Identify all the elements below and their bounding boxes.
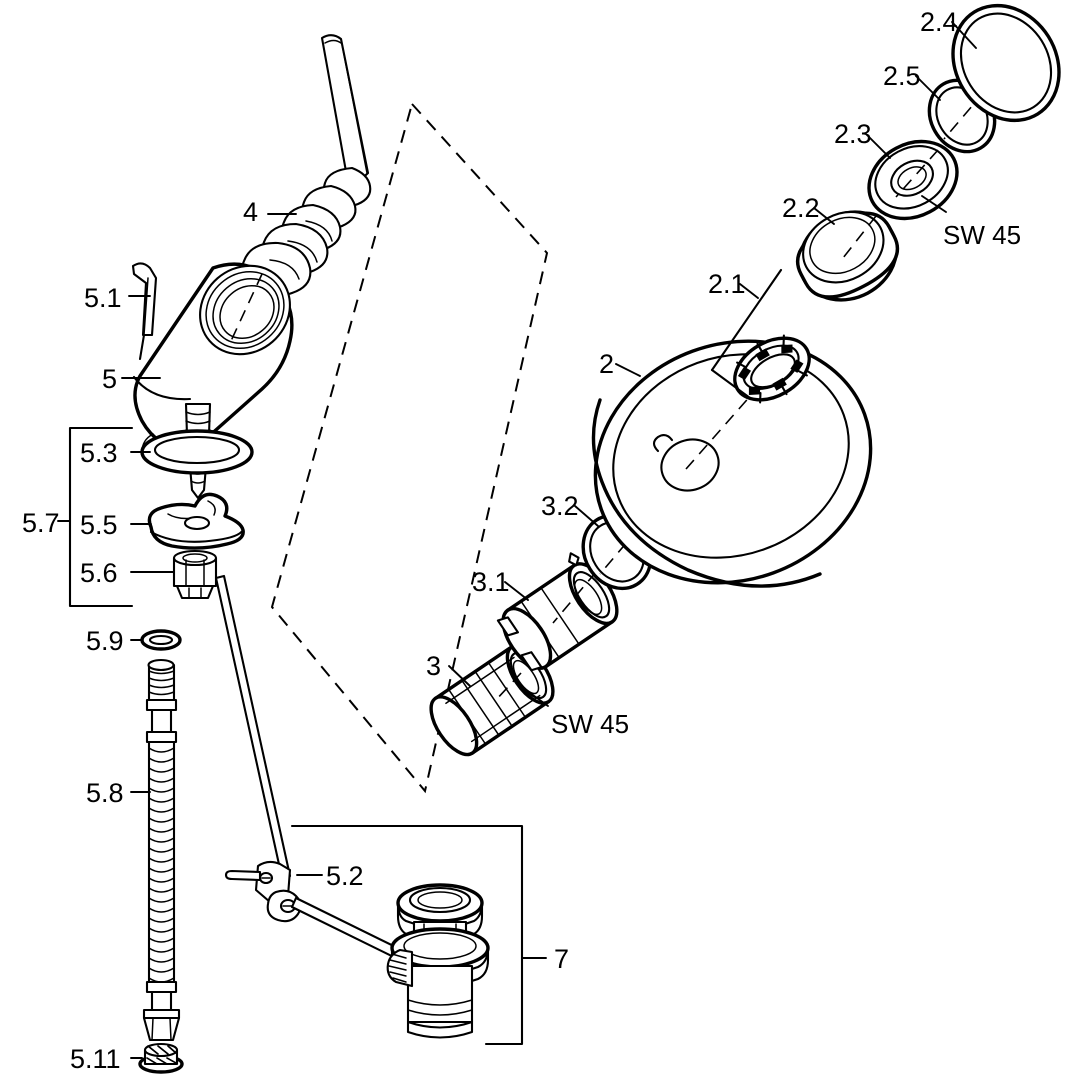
label-2: 2: [599, 349, 615, 379]
label-2-5: 2.5: [883, 61, 921, 91]
part-5-2-pull-rod-linkage: [214, 574, 416, 967]
part-5-6-fixing-nut: [172, 549, 218, 600]
part-2-2-cap-cover: [795, 210, 900, 302]
label-5-11: 5.11: [70, 1044, 121, 1074]
label-5-6: 5.6: [80, 558, 118, 588]
part-2-4-o-ring-large: [951, 3, 1061, 123]
hose-braid-upper: [148, 747, 175, 983]
label-3-2: 3.2: [541, 491, 579, 521]
label-5-7: 5.7: [22, 508, 60, 538]
part-3-cartridge-nut: [429, 643, 555, 757]
label-5-8: 5.8: [86, 778, 124, 808]
label-3-1: 3.1: [472, 567, 510, 597]
part-7-pop-up-waste: [386, 883, 490, 1039]
part-2-escutcheon-plate: [591, 339, 873, 588]
label-2-2: 2.2: [782, 193, 820, 223]
bracket-5-7: [57, 426, 134, 608]
label-7: 7: [554, 944, 570, 974]
leader-lines: [121, 21, 977, 1059]
assembly-alignment-outline: [270, 101, 549, 794]
part-5-1-allen-key: [131, 262, 158, 361]
part-4-stem-assembly: [240, 34, 372, 298]
label-sw45-bottom: SW 45: [551, 709, 630, 739]
part-5-3-gasket-ring: [140, 429, 254, 475]
bracket-7: [290, 824, 547, 1046]
label-5-5: 5.5: [80, 510, 118, 540]
label-5-2: 5.2: [326, 861, 364, 891]
label-5-3: 5.3: [80, 438, 118, 468]
part-2-1-retaining-ring: [710, 268, 811, 404]
part-5-8-flexible-hose: [142, 658, 181, 1042]
part-5-5-mounting-plate: [147, 492, 245, 550]
label-sw45-top: SW 45: [943, 220, 1022, 250]
label-4: 4: [243, 197, 259, 227]
label-5-9: 5.9: [86, 626, 124, 656]
label-3: 3: [426, 651, 442, 681]
part-3-1-cartridge: [496, 552, 619, 672]
label-5-1: 5.1: [84, 283, 122, 313]
part-5-11-filter-screen: [138, 1042, 184, 1074]
part-2-3-washer-ring: [867, 139, 959, 221]
label-2-1: 2.1: [708, 269, 746, 299]
label-2-3: 2.3: [834, 119, 872, 149]
label-2-4: 2.4: [920, 7, 958, 37]
part-5-9-seal-washer: [140, 629, 182, 651]
label-5: 5: [102, 364, 118, 394]
